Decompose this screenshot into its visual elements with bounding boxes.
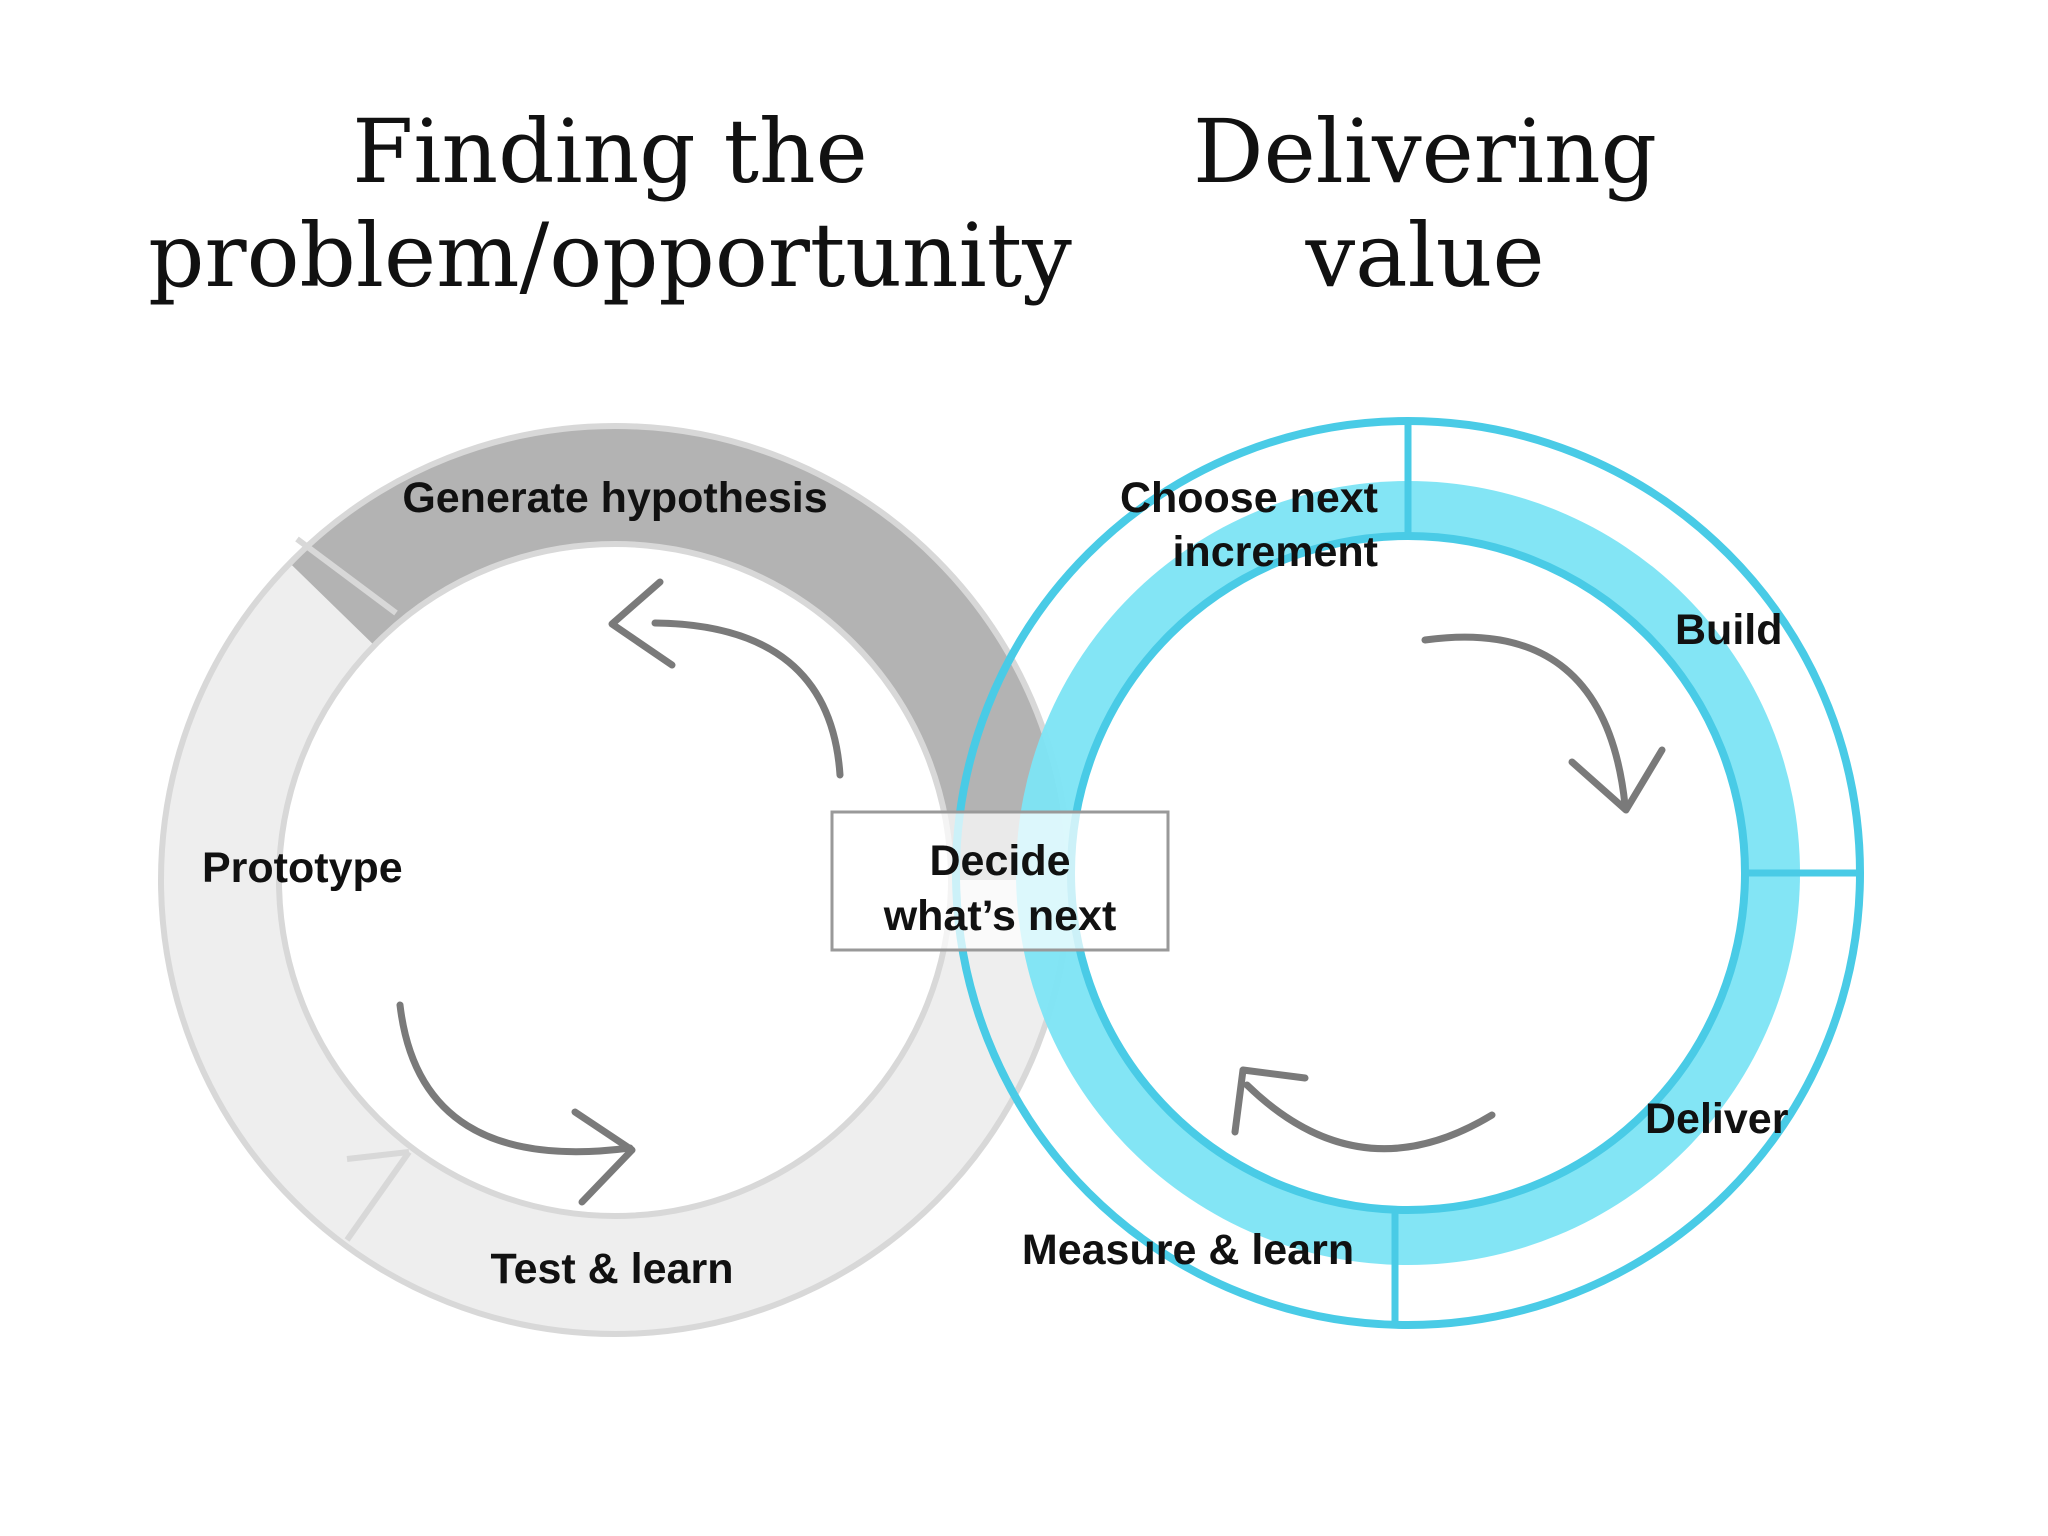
center-box-frame [830, 810, 1170, 952]
left-divider-2 [346, 1149, 410, 1162]
left-bottom-arrow-head-icon [571, 1108, 636, 1206]
left-top-arrow-head-icon [608, 578, 676, 669]
right-ring-fill [1016, 481, 1800, 1265]
left-top-arrow-icon [651, 619, 844, 779]
stage-build: Build [1675, 606, 1782, 654]
right-bottom-arrow-head-icon [1231, 1066, 1309, 1136]
center-label-line-1: Decide [929, 837, 1070, 885]
stage-choose-next-line-1: Choose next [1120, 474, 1378, 522]
center-decision-box: Decide what’s next [830, 810, 1170, 952]
stage-choose-next-line-2: increment [1172, 528, 1378, 576]
stage-prototype: Prototype [202, 844, 403, 892]
stage-generate-hypothesis: Generate hypothesis [402, 474, 827, 522]
right-top-arrow-icon [1421, 633, 1629, 809]
stage-deliver: Deliver [1645, 1095, 1789, 1143]
right-heading-line-2: value [1305, 204, 1545, 307]
left-heading-line-1: Finding the [352, 100, 868, 203]
right-bottom-arrow-icon [1243, 1081, 1496, 1153]
left-heading-line-2: problem/opportunity [148, 204, 1072, 307]
left-heading: Finding the problem/opportunity [110, 100, 1110, 308]
stage-test-learn: Test & learn [491, 1245, 734, 1293]
left-bottom-arrow-icon [396, 1001, 634, 1156]
cycle-arrows [396, 578, 1666, 1206]
stage-measure-learn: Measure & learn [1022, 1226, 1354, 1274]
right-heading: Delivering value [1000, 100, 1850, 308]
right-top-arrow-head-icon [1568, 746, 1666, 814]
right-heading-line-1: Delivering [1193, 100, 1657, 203]
center-label-line-2: what’s next [883, 892, 1117, 940]
left-ring-segment-generate [289, 425, 1069, 881]
left-divider-1 [295, 536, 398, 616]
left-divider-3 [344, 1150, 412, 1242]
